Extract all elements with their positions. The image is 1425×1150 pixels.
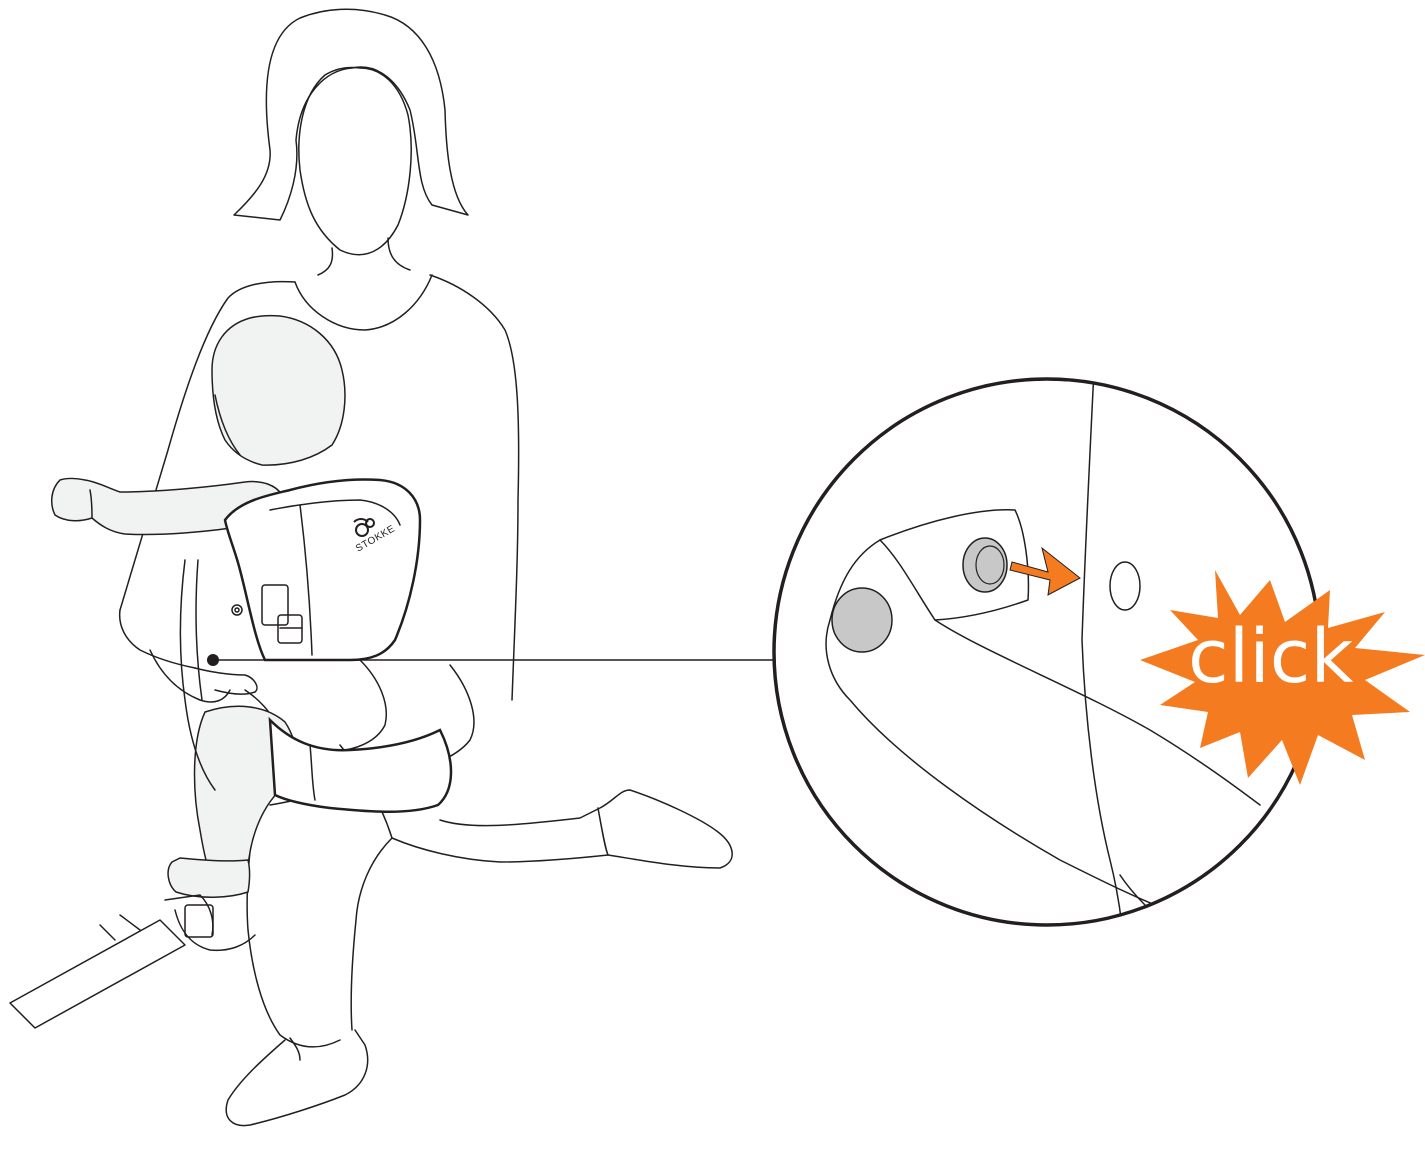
adult-figure <box>120 9 733 1125</box>
click-label: click <box>1188 614 1353 700</box>
